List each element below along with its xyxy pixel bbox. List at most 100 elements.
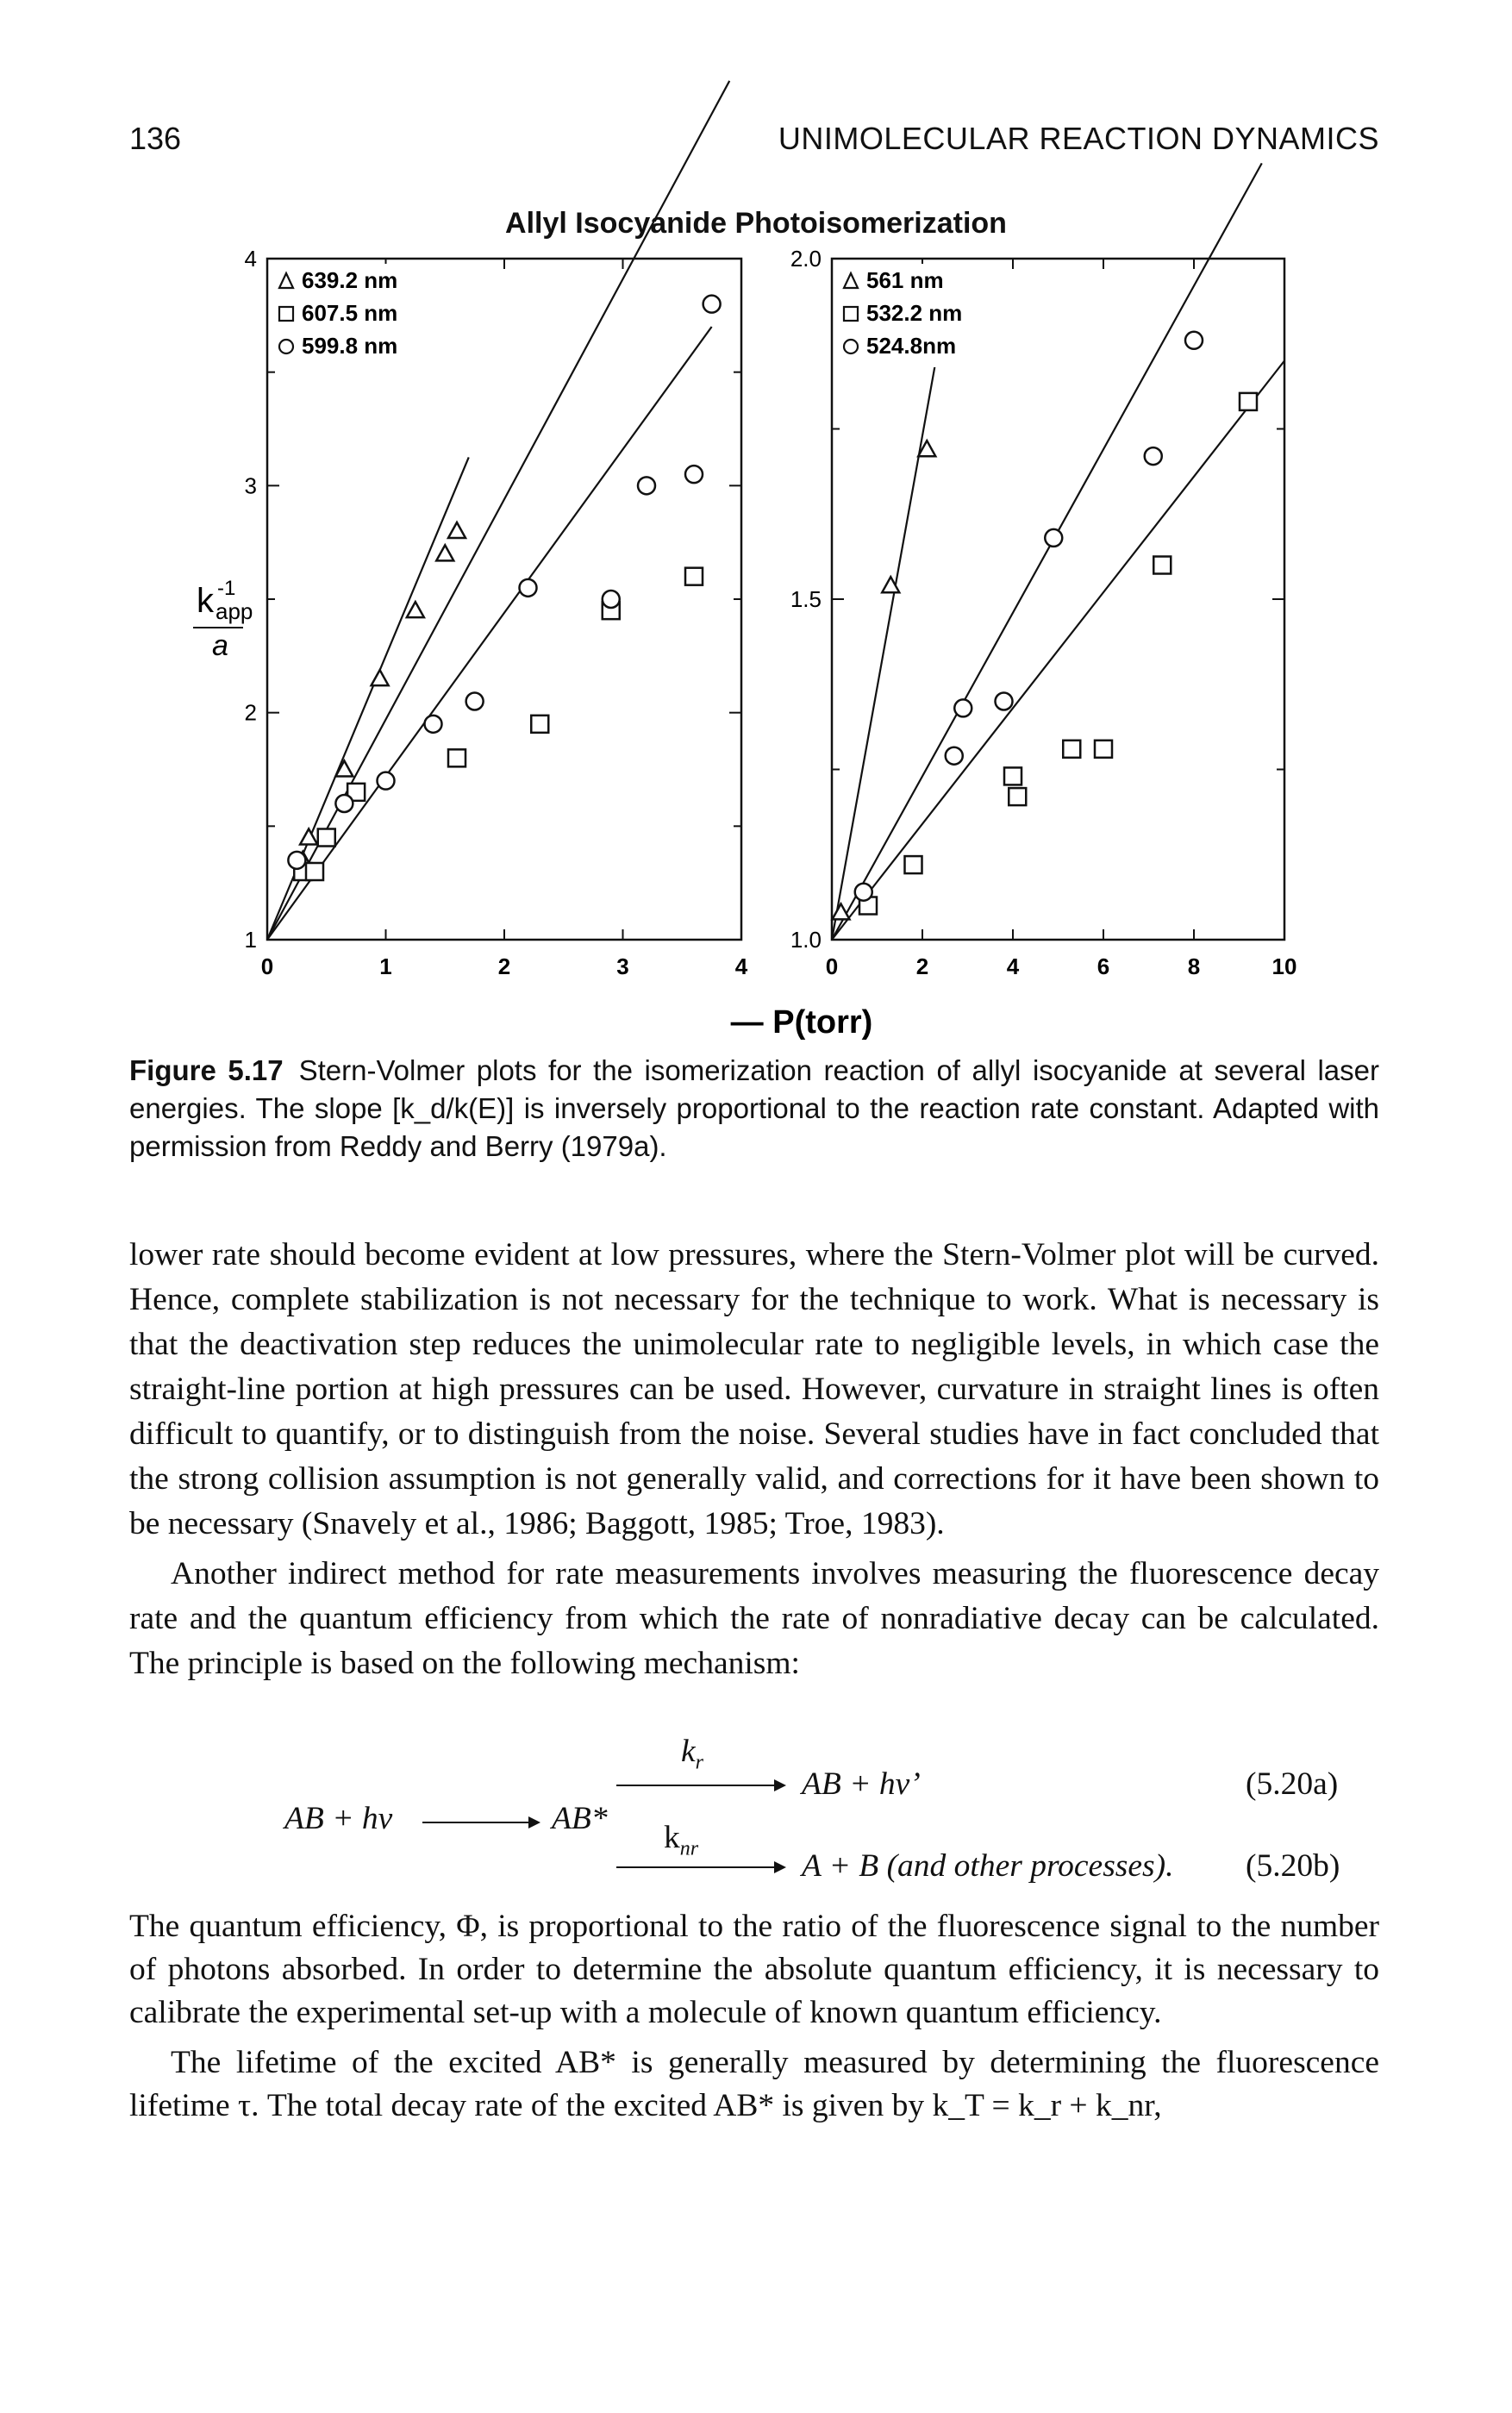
right-legend-circle-icon (842, 338, 859, 355)
right-fit-line (830, 284, 951, 941)
right-circle-marker (994, 691, 1014, 711)
right-circle-marker (1143, 446, 1163, 466)
left-x-tick-label: 2 (498, 953, 510, 979)
right-square-marker (1153, 555, 1172, 575)
left-circle-marker (287, 850, 307, 871)
left-triangle-marker (369, 667, 390, 687)
right-triangle-marker (916, 438, 938, 458)
right-y-tick-label: 1.5 (790, 586, 822, 612)
right-square-marker (1003, 766, 1023, 786)
paragraph-1: lower rate should become evident at low … (129, 1237, 1379, 1541)
left-circle-marker (684, 464, 704, 484)
right-legend-square-icon (842, 305, 859, 322)
equation-product-b: A + B (and other processes). (802, 1848, 1174, 1884)
figure-title: Allyl Isocyanide Photoisomerization (505, 207, 1007, 240)
right-x-tick-label: 4 (1007, 953, 1020, 979)
equation-knr-symbol: k (664, 1820, 680, 1855)
right-triangle-marker (830, 901, 852, 921)
left-legend-background (272, 264, 436, 367)
equation-knr-sub: nr (679, 1837, 699, 1860)
equation-arrow-b (616, 1861, 786, 1873)
right-y-tick-label: 1.0 (790, 927, 822, 953)
body-text: lower rate should become evident at low … (129, 1233, 1379, 1691)
right-circle-marker (953, 698, 973, 718)
figure-caption-label: Figure 5.17 (129, 1054, 284, 1086)
right-x-tick-label: 6 (1097, 953, 1109, 979)
right-triangle-marker (880, 574, 902, 594)
equation-intermediate: AB* (552, 1801, 608, 1836)
right-fit-line (831, 162, 1263, 941)
left-legend-entry: 639.2 nm (302, 267, 397, 293)
equation-arrow-a (616, 1779, 786, 1791)
right-legend-background (837, 264, 988, 367)
body-text-continued: The quantum efficiency, Φ, is proportion… (129, 1905, 1379, 2135)
chapter-title: UNIMOLECULAR REACTION DYNAMICS (778, 121, 1379, 156)
equation-arrow-main (422, 1816, 540, 1829)
right-circle-marker (944, 746, 964, 766)
right-x-tick-label: 0 (826, 953, 838, 979)
left-legend-entry: 607.5 nm (302, 300, 397, 326)
left-circle-marker (334, 793, 354, 814)
left-square-marker (684, 566, 704, 586)
equation-product-a: AB + hν’ (802, 1766, 921, 1802)
right-circle-marker (853, 882, 873, 902)
y-axis-label-k: k (197, 582, 215, 620)
left-square-marker (346, 782, 366, 803)
right-square-marker (1238, 391, 1259, 412)
equation-kr-sub: r (695, 1751, 703, 1774)
right-circle-marker (1184, 330, 1204, 351)
y-axis-label-a: a (212, 629, 228, 662)
left-circle-marker (636, 476, 657, 496)
right-fit-line (831, 359, 1285, 941)
left-circle-marker (465, 691, 484, 711)
left-square-marker (304, 861, 325, 882)
left-circle-marker (423, 714, 443, 735)
right-y-tick-label: 2.0 (790, 246, 822, 272)
left-circle-marker (376, 771, 396, 791)
left-x-tick-label: 4 (735, 953, 748, 979)
left-y-tick-label: 1 (245, 927, 257, 953)
equation-kr: kr (681, 1733, 703, 1775)
left-legend-circle-icon (278, 338, 295, 355)
right-square-marker (1008, 786, 1028, 807)
left-triangle-marker (334, 758, 355, 778)
right-square-marker (903, 854, 923, 875)
running-head: 136 UNIMOLECULAR REACTION DYNAMICS (129, 121, 1379, 164)
paragraph-2: Another indirect method for rate measure… (129, 1556, 1379, 1681)
right-legend-triangle-icon (842, 271, 859, 290)
left-fit-line (266, 80, 731, 941)
right-x-tick-label: 10 (1272, 953, 1297, 979)
equation-knr: knr (664, 1819, 698, 1861)
left-x-tick-label: 3 (616, 953, 628, 979)
left-y-tick-label: 4 (245, 246, 257, 272)
right-x-tick-label: 2 (916, 953, 928, 979)
y-axis-label: k -1 app a (193, 577, 253, 662)
x-axis-label: — P(torr) (731, 1004, 873, 1041)
left-y-tick-label: 2 (245, 700, 257, 726)
right-square-marker (1062, 739, 1082, 760)
equation-kr-symbol: k (681, 1734, 696, 1769)
left-fit-line (266, 326, 713, 941)
page-number: 136 (129, 121, 182, 156)
y-axis-label-sub: app (216, 598, 253, 624)
left-legend-triangle-icon (278, 271, 295, 290)
left-y-tick-label: 3 (245, 472, 257, 498)
left-x-tick-label: 1 (379, 953, 391, 979)
left-triangle-marker (298, 826, 320, 846)
left-square-marker (316, 828, 336, 847)
equation-lhs: AB + hν (284, 1801, 393, 1836)
paragraph-4: The lifetime of the excited AB* is gener… (129, 2045, 1379, 2123)
mechanism-equation: AB + hν AB* kr AB + hν’ (5.20a) knr A + … (129, 1733, 1379, 1905)
left-triangle-marker (404, 599, 426, 619)
left-circle-marker (518, 578, 538, 598)
equation-label-b: (5.20b) (1246, 1848, 1340, 1884)
left-square-marker (447, 748, 467, 768)
left-triangle-marker (434, 542, 456, 562)
y-axis-label-sup: -1 (217, 577, 235, 600)
right-legend-entry: 561 nm (866, 267, 944, 293)
paragraph-3: The quantum efficiency, Φ, is proportion… (129, 1909, 1379, 2030)
